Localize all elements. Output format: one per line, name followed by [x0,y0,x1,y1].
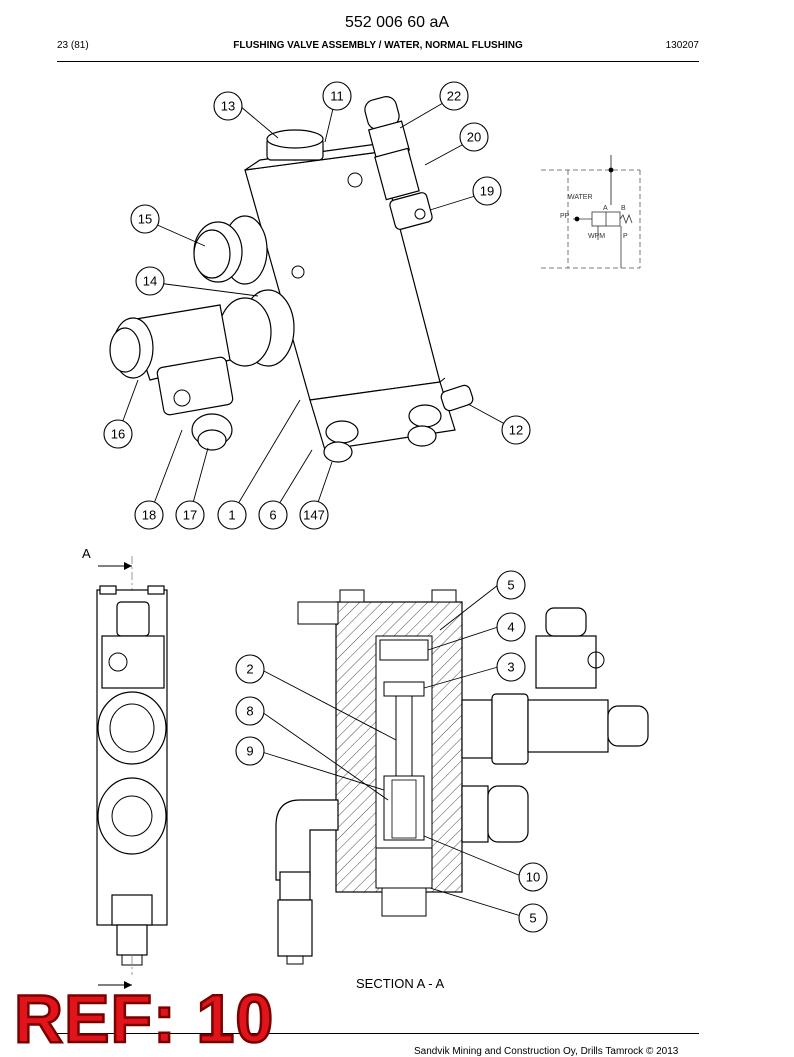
svg-text:6: 6 [269,508,276,523]
svg-text:10: 10 [526,870,540,885]
callout-20: 20 [459,122,489,152]
svg-text:13: 13 [221,99,235,114]
schematic-port-a: A [603,205,608,212]
callout-12: 12 [501,415,531,445]
footer-copyright: Sandvik Mining and Construction Oy, Dril… [414,1046,679,1057]
hydraulic-schematic: WATER A B PP WPM P [541,155,641,269]
schematic-port-b: B [621,205,626,212]
svg-text:17: 17 [183,508,197,523]
svg-text:2: 2 [246,662,253,677]
callout-3: 3 [496,652,526,682]
svg-text:11: 11 [330,89,344,104]
schematic-pp-label: PP [560,213,570,220]
side-elevation-view [96,556,168,989]
callout-6: 6 [258,500,288,530]
callout-4: 4 [496,612,526,642]
svg-text:18: 18 [142,508,156,523]
callout-19: 19 [472,176,502,206]
document-number: 552 006 60 aA [344,14,450,31]
svg-text:5: 5 [529,911,536,926]
svg-text:19: 19 [480,184,494,199]
svg-text:20: 20 [467,130,481,145]
callout-16: 16 [103,419,133,449]
callout-11: 11 [322,81,352,111]
callout-1: 1 [217,500,247,530]
svg-text:5: 5 [507,578,514,593]
svg-text:1: 1 [228,508,235,523]
page-number: 23 (81) [57,40,89,51]
callout-22: 22 [439,81,469,111]
callout-10: 10 [518,862,548,892]
callout-5-bottom: 5 [518,903,548,933]
callout-8: 8 [235,696,265,726]
svg-text:4: 4 [507,620,514,635]
svg-text:147: 147 [303,508,325,523]
svg-text:22: 22 [447,89,461,104]
svg-text:9: 9 [246,744,253,759]
callout-15: 15 [130,204,160,234]
isometric-view: 13 11 22 20 19 15 14 12 16 18 17 1 6 147 [103,81,531,530]
svg-text:14: 14 [143,274,157,289]
callout-147: 147 [299,500,329,530]
header-divider [57,61,699,62]
svg-text:3: 3 [507,660,514,675]
callout-17: 17 [175,500,205,530]
svg-text:8: 8 [246,704,253,719]
section-marker-label: A [82,546,91,561]
callout-5-top: 5 [496,570,526,600]
schematic-port-p: P [623,233,628,240]
callout-9: 9 [235,736,265,766]
page-header: 23 (81) FLUSHING VALVE ASSEMBLY / WATER,… [57,40,699,56]
schematic-water-label: WATER [568,194,593,201]
svg-text:16: 16 [111,427,125,442]
footer-divider [57,1033,699,1034]
date-code: 130207 [665,40,699,51]
callout-18: 18 [134,500,164,530]
reference-stamp: REF: 10 [13,981,275,1057]
page-title: FLUSHING VALVE ASSEMBLY / WATER, NORMAL … [233,40,523,51]
callout-2: 2 [235,654,265,684]
svg-text:12: 12 [509,423,523,438]
section-caption: SECTION A - A [356,976,445,991]
callout-13: 13 [213,91,243,121]
callout-14: 14 [135,266,165,296]
section-view: 5 4 3 2 8 9 10 5 [235,570,649,965]
schematic-wpm-label: WPM [588,233,605,240]
svg-text:15: 15 [138,212,152,227]
